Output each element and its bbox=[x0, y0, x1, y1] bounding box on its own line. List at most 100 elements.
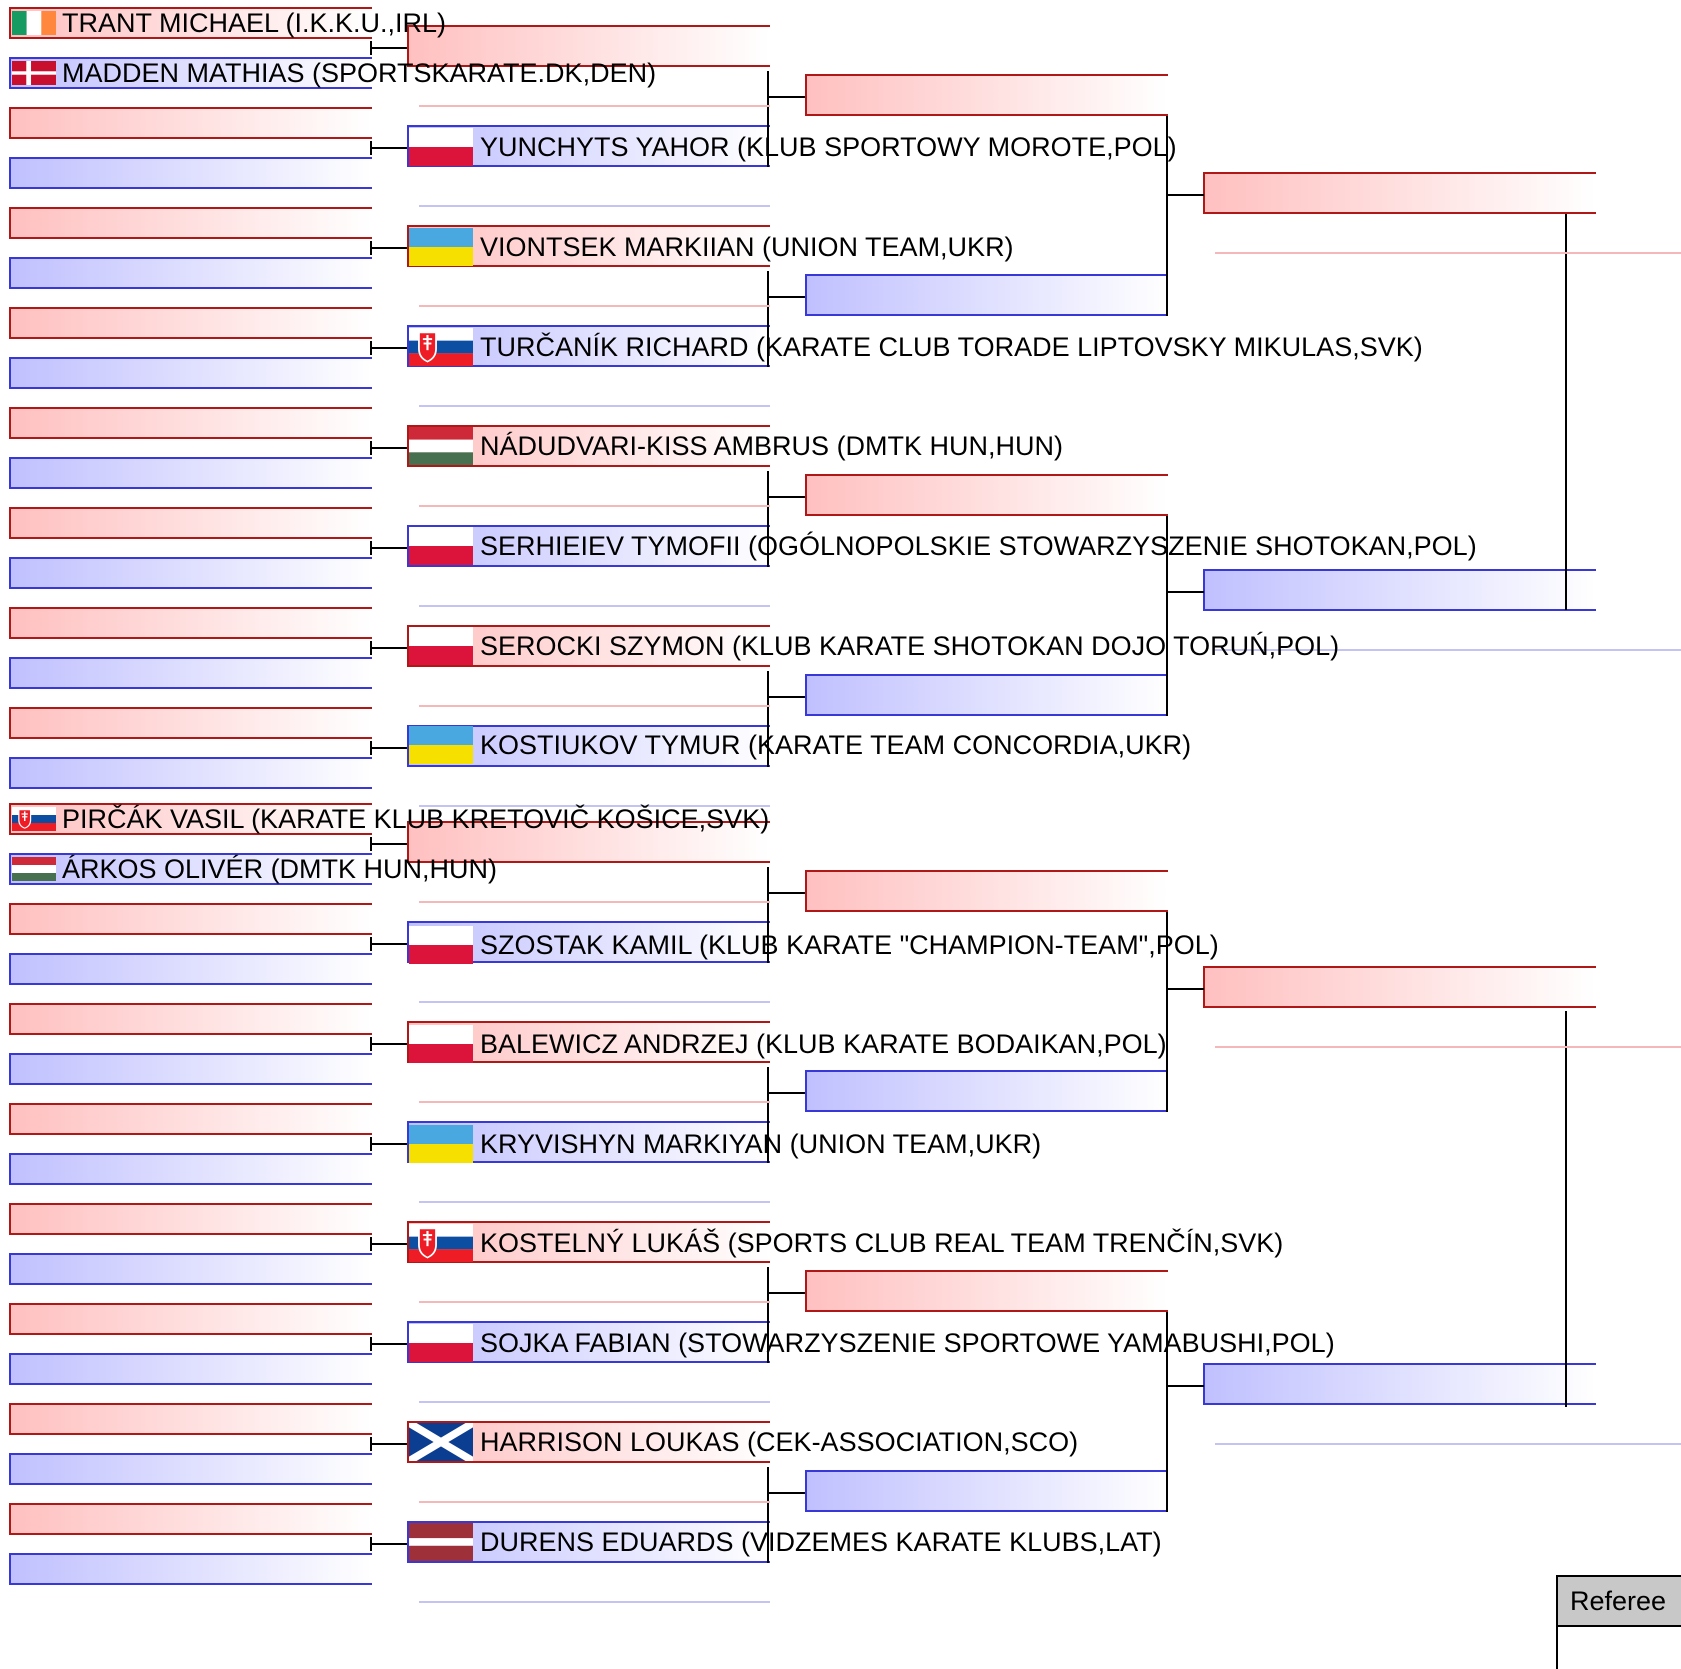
connector-r1-3 bbox=[371, 247, 407, 249]
ao-slot-r1-6 bbox=[9, 557, 372, 589]
connector-tick-r1-15 bbox=[370, 1437, 372, 1451]
placeholder-line bbox=[1215, 1046, 1681, 1048]
connector-tick-r1-4 bbox=[370, 341, 372, 355]
aka-slot-r3-5 bbox=[805, 870, 1168, 912]
flag-poland-icon bbox=[409, 527, 473, 565]
aka-slot-r1-9 bbox=[9, 803, 372, 835]
competitor-name[interactable]: KOSTIUKOV TYMUR (KARATE TEAM CONCORDIA,U… bbox=[480, 730, 1192, 760]
connector-r1-7 bbox=[371, 647, 407, 649]
competitor-name[interactable]: NÁDUDVARI-KISS AMBRUS (DMTK HUN,HUN) bbox=[480, 431, 1064, 461]
competitor-name[interactable]: YUNCHYTS YAHOR (KLUB SPORTOWY MOROTE,POL… bbox=[480, 132, 1177, 162]
connector-r1-4 bbox=[371, 347, 407, 349]
aka-slot-r2-9 bbox=[407, 821, 770, 863]
bracket-line-r2-4 bbox=[767, 671, 769, 767]
competitor-name[interactable]: KRYVISHYN MARKIYAN (UNION TEAM,UKR) bbox=[480, 1129, 1042, 1159]
placeholder-line bbox=[419, 1301, 770, 1303]
connector-r1-8 bbox=[371, 747, 407, 749]
connector-r2-8 bbox=[769, 1492, 805, 1494]
ao-slot-r1-9 bbox=[9, 853, 372, 885]
competitor-name[interactable]: SEROCKI SZYMON (KLUB KARATE SHOTOKAN DOJ… bbox=[480, 631, 1340, 661]
competitor-name[interactable]: SZOSTAK KAMIL (KLUB KARATE "CHAMPION-TEA… bbox=[480, 930, 1219, 960]
bracket-line-r2-5 bbox=[767, 867, 769, 963]
connector-r2-2 bbox=[769, 296, 805, 298]
placeholder-line bbox=[419, 805, 770, 807]
bracket-line-r3-3 bbox=[1166, 912, 1168, 1112]
aka-slot-r1-14 bbox=[9, 1303, 372, 1335]
connector-tick-r1-12 bbox=[370, 1137, 372, 1151]
connector-tick-r1-6 bbox=[370, 541, 372, 555]
competitor-name[interactable]: HARRISON LOUKAS (CEK-ASSOCIATION,SCO) bbox=[480, 1427, 1079, 1457]
ao-slot-r1-4 bbox=[9, 357, 372, 389]
placeholder-line bbox=[419, 901, 770, 903]
competitor-name[interactable]: TURČANÍK RICHARD (KARATE CLUB TORADE LIP… bbox=[480, 332, 1423, 362]
aka-slot-r1-15 bbox=[9, 1403, 372, 1435]
competitor-name[interactable]: PIRČÁK VASIL (KARATE KLUB KRETOVIČ KOŠIC… bbox=[62, 804, 770, 834]
competitor-name[interactable]: BALEWICZ ANDRZEJ (KLUB KARATE BODAIKAN,P… bbox=[480, 1029, 1167, 1059]
placeholder-line bbox=[419, 1101, 770, 1103]
connector-r1-12 bbox=[371, 1143, 407, 1145]
aka-slot-r1-16 bbox=[9, 1503, 372, 1535]
placeholder-line bbox=[1215, 1443, 1681, 1445]
placeholder-line bbox=[419, 1601, 770, 1603]
bracket-line-r4-2 bbox=[1565, 1011, 1567, 1407]
ao-slot-r4-2 bbox=[1203, 569, 1596, 611]
placeholder-line bbox=[419, 1001, 770, 1003]
competitor-name[interactable]: SERHIEIEV TYMOFII (OGÓLNOPOLSKIE STOWARZ… bbox=[480, 531, 1477, 561]
flag-ukraine-icon bbox=[409, 228, 473, 266]
competitor-name[interactable]: SOJKA FABIAN (STOWARZYSZENIE SPORTOWE YA… bbox=[480, 1328, 1335, 1358]
aka-slot-r1-13 bbox=[9, 1203, 372, 1235]
ao-slot-r1-16 bbox=[9, 1553, 372, 1585]
ao-slot-r1-10 bbox=[9, 953, 372, 985]
flag-slovakia-icon bbox=[12, 807, 56, 831]
connector-tick-r1-1 bbox=[370, 41, 372, 55]
aka-slot-r1-10 bbox=[9, 903, 372, 935]
ao-slot-r1-14 bbox=[9, 1353, 372, 1385]
aka-slot-r1-5 bbox=[9, 407, 372, 439]
connector-tick-r1-16 bbox=[370, 1537, 372, 1551]
aka-slot-r1-3 bbox=[9, 207, 372, 239]
connector-r1-15 bbox=[371, 1443, 407, 1445]
aka-slot-r1-7 bbox=[9, 607, 372, 639]
connector-r2-5 bbox=[769, 892, 805, 894]
competitor-name[interactable]: TRANT MICHAEL (I.K.K.U.,IRL) bbox=[62, 8, 447, 38]
aka-slot-r3-1 bbox=[805, 74, 1168, 116]
flag-poland-icon bbox=[409, 128, 473, 166]
aka-slot-r4-3 bbox=[1203, 966, 1596, 1008]
referee-label: Referee bbox=[1570, 1586, 1667, 1616]
bracket-line-r3-1 bbox=[1166, 116, 1168, 316]
flag-poland-icon bbox=[409, 1324, 473, 1362]
aka-slot-r2-1 bbox=[407, 25, 770, 67]
connector-r3-4 bbox=[1168, 1385, 1204, 1387]
connector-r1-11 bbox=[371, 1043, 407, 1045]
connector-r1-10 bbox=[371, 943, 407, 945]
ao-slot-r1-12 bbox=[9, 1153, 372, 1185]
bracket-line-r3-4 bbox=[1166, 1312, 1168, 1512]
ao-slot-r1-8 bbox=[9, 757, 372, 789]
ao-slot-r3-4 bbox=[805, 674, 1168, 716]
connector-tick-r1-8 bbox=[370, 741, 372, 755]
bracket-line-r2-2 bbox=[767, 271, 769, 367]
aka-slot-r1-2 bbox=[9, 107, 372, 139]
connector-r1-13 bbox=[371, 1243, 407, 1245]
ao-slot-r1-15 bbox=[9, 1453, 372, 1485]
flag-ukraine-icon bbox=[409, 726, 473, 764]
flag-denmark-icon bbox=[12, 61, 56, 85]
connector-r2-3 bbox=[769, 496, 805, 498]
competitor-name[interactable]: VIONTSEK MARKIIAN (UNION TEAM,UKR) bbox=[480, 232, 1014, 262]
placeholder-line bbox=[419, 505, 770, 507]
connector-r3-2 bbox=[1168, 591, 1204, 593]
competitor-name[interactable]: ÁRKOS OLIVÉR (DMTK HUN,HUN) bbox=[62, 854, 498, 884]
connector-r2-7 bbox=[769, 1292, 805, 1294]
bracket-line-r2-3 bbox=[767, 471, 769, 567]
aka-slot-r1-4 bbox=[9, 307, 372, 339]
connector-r2-6 bbox=[769, 1092, 805, 1094]
competitor-name[interactable]: KOSTELNÝ LUKÁŠ (SPORTS CLUB REAL TEAM TR… bbox=[480, 1228, 1284, 1258]
connector-tick-r1-10 bbox=[370, 937, 372, 951]
connector-r3-3 bbox=[1168, 988, 1204, 990]
competitor-name[interactable]: MADDEN MATHIAS (SPORTSKARATE.DK,DEN) bbox=[62, 58, 657, 88]
competitor-name[interactable]: DURENS EDUARDS (VIDZEMES KARATE KLUBS,LA… bbox=[480, 1527, 1162, 1557]
bracket-line-r2-7 bbox=[767, 1267, 769, 1363]
flag-hungary-icon bbox=[409, 427, 473, 465]
flag-ukraine-icon bbox=[409, 1125, 473, 1163]
